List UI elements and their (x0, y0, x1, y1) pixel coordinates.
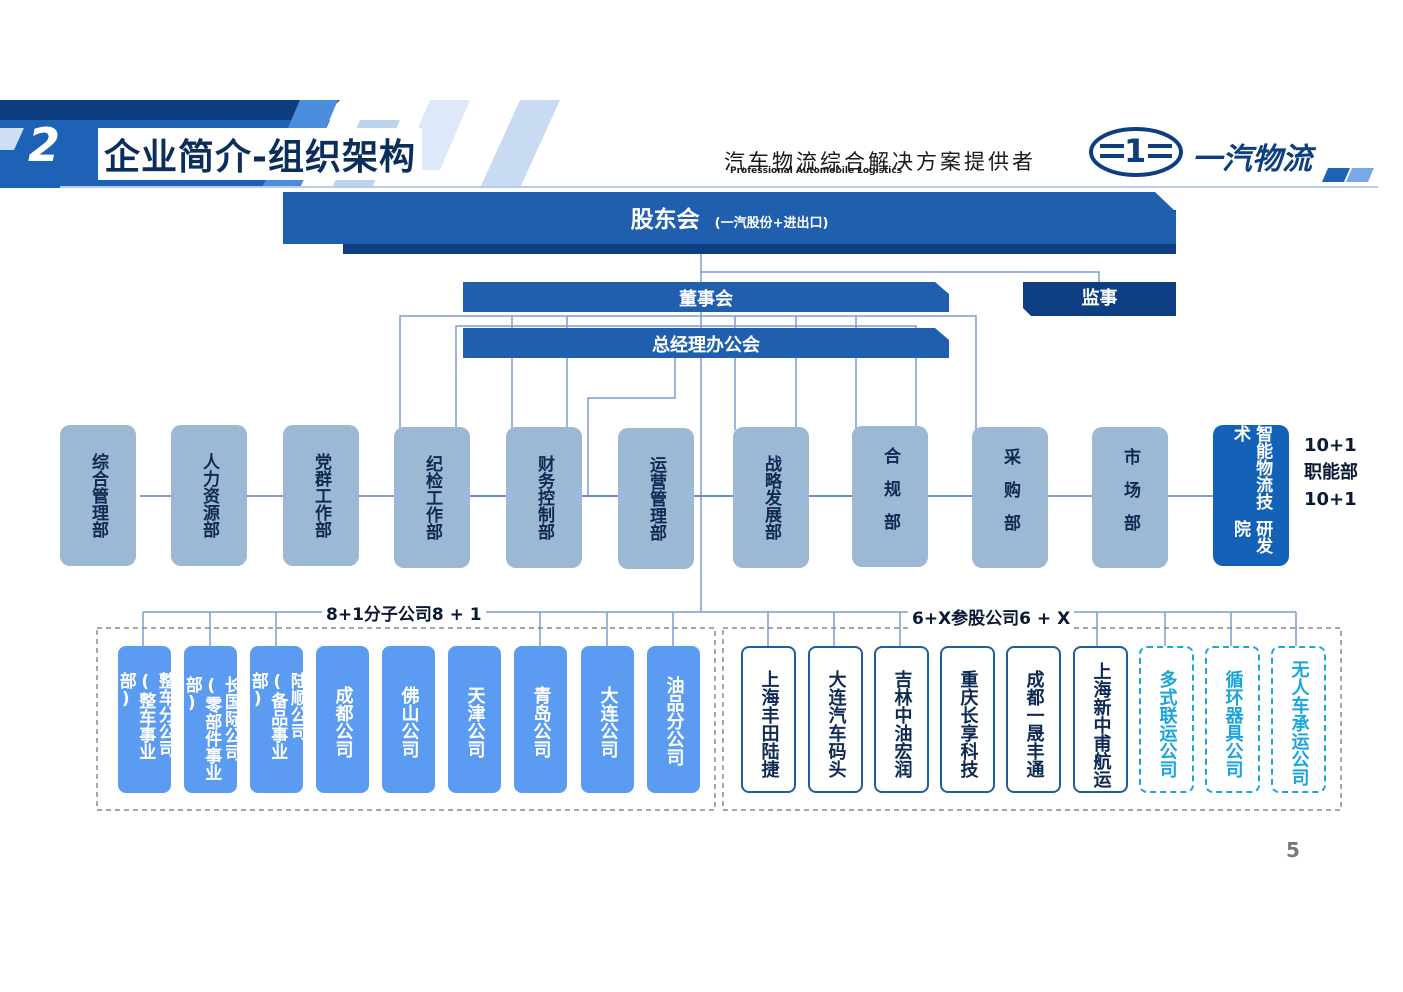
dept-operations: 运营管理部 (618, 428, 694, 569)
gm-office-label: 总经理办公会 (652, 335, 760, 356)
institute-label-1: 智能物流技术 (1230, 425, 1273, 510)
side-note-line-2: 职能部 (1304, 462, 1358, 483)
subsidiary-label: 佛山公司 (398, 686, 420, 758)
subsidiary-label: 陆顺公司 (286, 672, 307, 740)
subsidiary-label: 油品分公司 (663, 676, 685, 766)
supervisor-label: 监事 (1081, 288, 1118, 309)
supervisor-box: 监事 (1023, 282, 1176, 316)
dept-label: 战略发展部 (761, 455, 782, 540)
board-label: 董事会 (679, 289, 733, 310)
dept-label: 财务控制部 (534, 455, 555, 540)
subsidiary-label: 长国际公司 (220, 676, 241, 761)
jv-autonomous-carrier: 无人车承运公司 (1271, 646, 1326, 793)
subsidiary-label: 成都公司 (332, 686, 354, 758)
jv-label: 成都一晟丰通 (1023, 670, 1045, 778)
jv-label: 多式联运公司 (1156, 670, 1178, 778)
side-note: 10+1 职能部 10+1 (1304, 432, 1358, 513)
board-box: 董事会 (463, 282, 949, 312)
brand-logo-glyph: 1 (1124, 132, 1147, 170)
jv-dalian-auto-terminal: 大连汽车码头 (808, 646, 863, 793)
slogan-cn: 汽车物流综合解决方案提供者 (724, 150, 1036, 174)
jv-chongqing-changxiang: 重庆长享科技 (940, 646, 995, 793)
slogan-en: Professional Automobile Logistics (730, 166, 903, 176)
jv-label: 大连汽车码头 (825, 670, 847, 778)
subsidiary-tianjin: 天津公司 (448, 646, 501, 793)
subsidiary-note: (整车事业部) (115, 672, 156, 760)
subsidiary-lushun: 陆顺公司 (备品事业部) (247, 646, 307, 793)
jv-group-label: 6+X参股公司6 + X (908, 604, 1075, 629)
jv-label: 吉林中油宏润 (891, 670, 913, 778)
shareholders-label: 股东会 (630, 207, 700, 233)
header-band: 2 企业简介-组织架构 汽车物流综合解决方案提供者 Professional A… (0, 0, 1403, 200)
jv-jilin-zhongyou-hongrun: 吉林中油宏润 (874, 646, 929, 793)
jv-label: 循环器具公司 (1222, 670, 1244, 778)
subsidiary-complete-vehicle: 整车分公司 (整车事业部) (115, 646, 175, 793)
gm-office-box: 总经理办公会 (463, 328, 949, 358)
subsidiary-label: 大连公司 (597, 686, 619, 758)
jv-label: 上海丰田陆捷 (758, 670, 780, 778)
brand-name: 一汽物流 (1192, 142, 1312, 177)
institute-label-2: 研发院 (1230, 519, 1273, 554)
dept-general-management: 综合管理部 (60, 425, 136, 566)
dept-compliance: 合规部 (852, 426, 928, 567)
dept-label: 运营管理部 (646, 456, 667, 541)
subsidiary-qingdao: 青岛公司 (514, 646, 567, 793)
jv-label: 无人车承运公司 (1288, 660, 1310, 786)
dept-label: 党群工作部 (311, 453, 332, 538)
jv-shanghai-xinzhongfu-shipping: 上海新中甫航运 (1073, 646, 1128, 793)
institute-box: 智能物流技术 研发院 (1213, 425, 1289, 566)
subsidiary-foshan: 佛山公司 (382, 646, 435, 793)
dept-label: 综合管理部 (88, 453, 109, 538)
subsidiary-label: 整车分公司 (154, 672, 175, 757)
side-note-line-1: 10+1 (1304, 435, 1357, 456)
dept-strategy: 战略发展部 (733, 427, 809, 568)
dept-human-resources: 人力资源部 (171, 425, 247, 566)
subsidiaries-group-label: 8+1分子公司8 + 1 (322, 600, 486, 625)
dept-label: 人力资源部 (199, 453, 220, 538)
jv-shanghai-toyota-lujie: 上海丰田陆捷 (741, 646, 796, 793)
dept-label: 市场部 (1120, 448, 1141, 547)
dept-marketing: 市场部 (1092, 427, 1168, 568)
jv-returnable-packaging: 循环器具公司 (1205, 646, 1260, 793)
jv-label: 重庆长享科技 (957, 670, 979, 778)
shareholders-note: (一汽股份+进出口) (714, 216, 829, 231)
dept-party-affairs: 党群工作部 (283, 425, 359, 566)
dept-label: 合规部 (880, 447, 901, 546)
subsidiary-note: (备品事业部) (247, 672, 288, 760)
dept-procurement: 采购部 (972, 427, 1048, 568)
brand-logo: 1 (1088, 126, 1184, 178)
page-title: 企业简介-组织架构 (98, 128, 422, 180)
subsidiary-oil-products: 油品分公司 (647, 646, 700, 793)
jv-multimodal-transport: 多式联运公司 (1139, 646, 1194, 793)
side-note-line-3: 10+1 (1304, 489, 1357, 510)
section-number: 2 (28, 118, 61, 172)
subsidiary-international: 长国际公司 (零部件事业部) (181, 646, 241, 793)
dept-discipline-inspection: 纪检工作部 (394, 427, 470, 568)
jv-label: 上海新中甫航运 (1090, 662, 1112, 788)
subsidiary-label: 青岛公司 (530, 686, 552, 758)
page-number: 5 (1286, 838, 1300, 862)
subsidiary-chengdu: 成都公司 (316, 646, 369, 793)
dept-label: 采购部 (1000, 448, 1021, 547)
subsidiary-note: (零部件事业部) (181, 676, 222, 781)
subsidiary-label: 天津公司 (464, 686, 486, 758)
jv-chengdu-yisheng-fengtong: 成都一晟丰通 (1006, 646, 1061, 793)
dept-finance-control: 财务控制部 (506, 427, 582, 568)
subsidiary-dalian: 大连公司 (581, 646, 634, 793)
dept-label: 纪检工作部 (422, 455, 443, 540)
shareholders-meeting-box: 股东会 (一汽股份+进出口) (283, 192, 1176, 254)
